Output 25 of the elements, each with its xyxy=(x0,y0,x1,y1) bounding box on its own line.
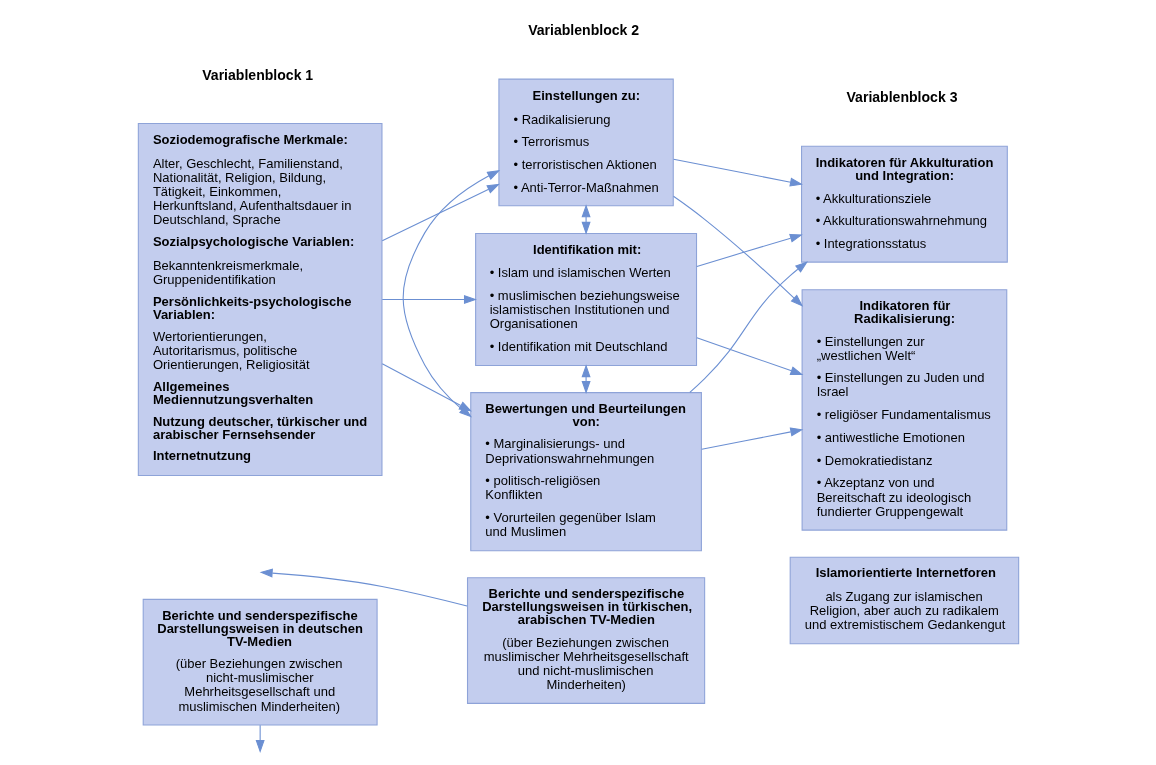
label: Variablenblock 3 xyxy=(846,88,957,105)
node-box: Islamorientierte Internetforen als Zugang zur islamischen Religion, aber auch zu radikalem und extremistischem Gedankengut xyxy=(789,556,1019,645)
node-box: Berichte und senderspezifische Darstellungsweisen in türkischen, arabischen TV-Medien (über Beziehungen zwischen muslimischer Mehrheitsgesellschaft und nicht-muslimischen Minderheiten) xyxy=(466,577,705,704)
label: Variablenblock 2 xyxy=(527,21,639,38)
arrow xyxy=(259,568,468,607)
arrow xyxy=(688,261,808,393)
arrow xyxy=(672,195,803,307)
arrow xyxy=(695,233,803,267)
arrow xyxy=(581,364,591,394)
label: Variablenblock 1 xyxy=(201,67,313,84)
arrow xyxy=(672,158,803,187)
node-box: Soziodemografische Merkmale: Alter, Geschlecht, Familienstand, Nationalität, Religion, Bildung, Tätigkeit, Einkommen, Herkunftsland, Aufenthaltsdauer in Deutschland, Sprache Sozialpsychologische Variablen: Bekanntenkreismerkmale, Gruppenidentifikation Persönlichkeits-psychologische Variablen: Wertorientierungen, Autoritarismus, politische Orientierungen, Religiosität Allgemeines Mediennutzungsverhalten Nutzung deutscher, türkischer und arabischer Fernsehsender Internetnutzung xyxy=(137,122,382,476)
arrow xyxy=(381,294,477,305)
node-box: Indikatoren für Akkulturation und Integration: • Akkulturationsziele • Akkulturationswahrnehmung • Integrationsstatus xyxy=(800,145,1008,263)
node-box: Identifikation mit: • Islam und islamischen Werten • muslimischen beziehungsweise islamistischen Institutionen und Organisationen • Identifikation mit Deutschland xyxy=(474,232,697,367)
node-box: Berichte und senderspezifische Darstellungsweisen in deutschen TV-Medien (über Beziehungen zwischen nicht-muslimischer Mehrheitsgesellschaft und muslimischen Minderheiten) xyxy=(142,598,378,726)
arrow xyxy=(695,337,803,375)
arrow xyxy=(255,724,265,754)
node-box: Bewertungen und Beurteilungen von: • Marginalisierungs- und Deprivationswahrnehmungen • politisch-religiösen Konflikten • Vorurteilen gegenüber Islam und Muslimen xyxy=(469,392,702,552)
arrow xyxy=(581,204,591,235)
arrow xyxy=(700,427,803,450)
node-box: Einstellungen zu: • Radikalisierung • Terrorismus • terroristischen Aktionen • Anti-Terror-Maßnahmen xyxy=(497,78,674,207)
arrow xyxy=(402,170,500,418)
node-box: Indikatoren für Radikalisierung: • Einstellungen zur „westlichen Welt“ • Einstellungen zu Juden und Israel • religiöser Fundamentalismus • antiwestliche Emotionen • Demokratiedistanz • Akzeptanz von und Bereitschaft zu ideologisch fundierter Gruppengewalt xyxy=(801,289,1007,531)
arrow xyxy=(381,183,500,242)
